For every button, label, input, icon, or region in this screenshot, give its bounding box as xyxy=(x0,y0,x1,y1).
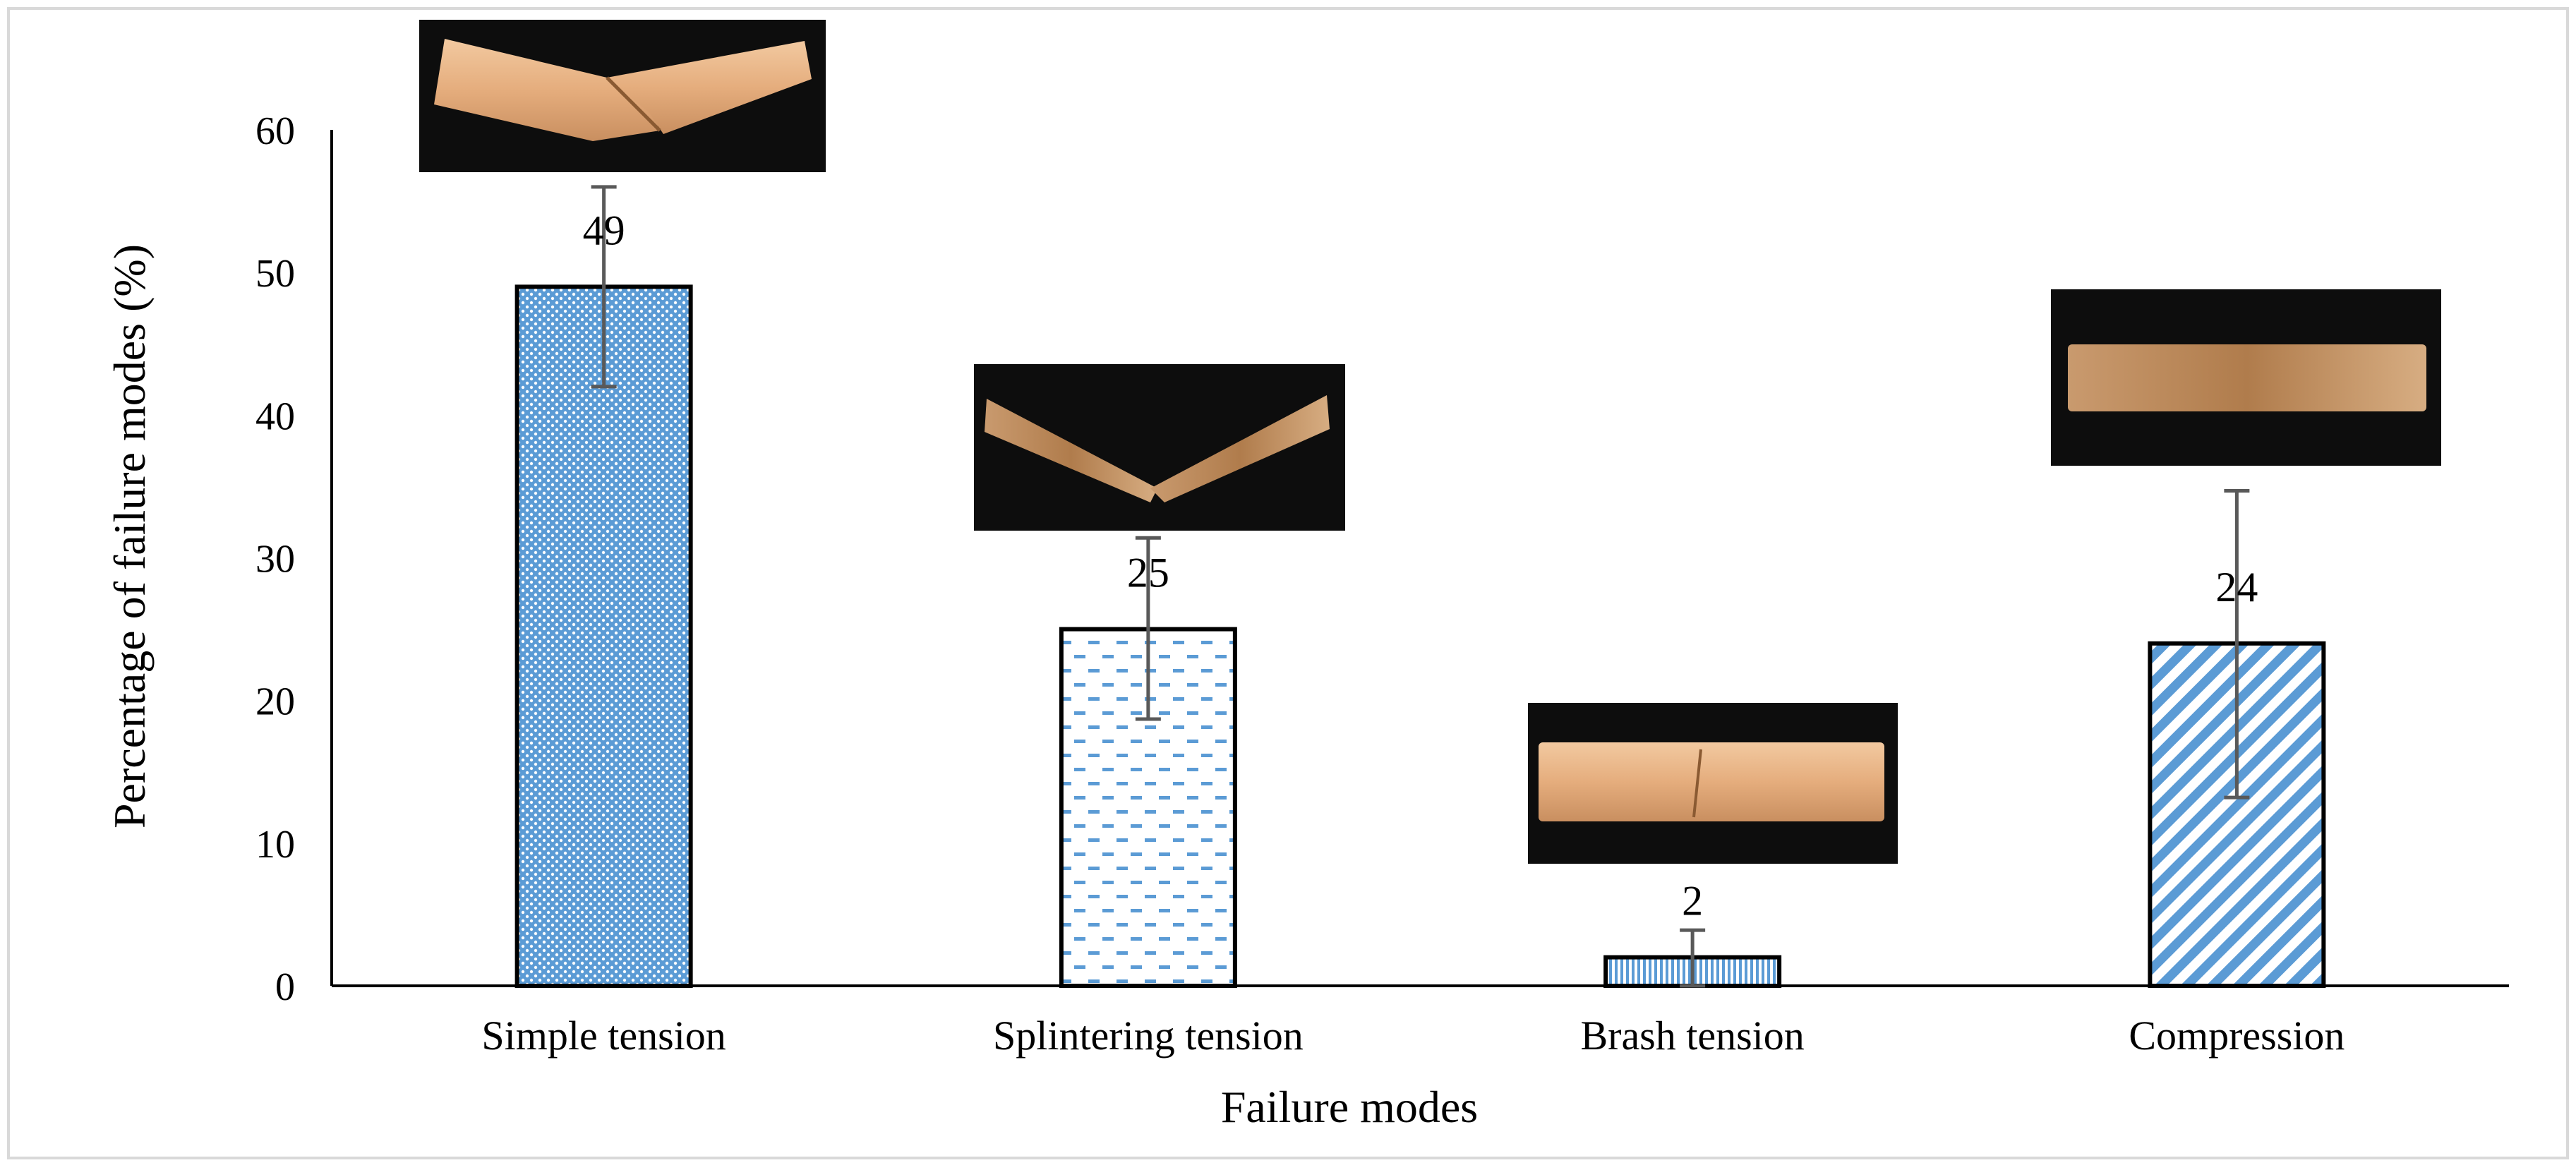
y-axis: 0 10 20 30 40 50 60 xyxy=(255,109,2509,1009)
brash-tension-specimen-photo xyxy=(1528,703,1898,864)
y-tick-label: 10 xyxy=(255,823,295,867)
y-axis-title: Percentage of failure modes (%) xyxy=(104,244,155,828)
data-labels: 49 25 2 24 xyxy=(583,207,2258,924)
x-tick-label: Brash tension xyxy=(1580,1013,1804,1059)
y-tick-label: 50 xyxy=(255,252,295,296)
chart-border xyxy=(7,7,2569,1159)
y-tick-label: 40 xyxy=(255,394,295,438)
x-tick-labels: Simple tension Splintering tension Brash t… xyxy=(481,1013,2345,1059)
error-bars xyxy=(591,185,2250,988)
x-tick-label: Splintering tension xyxy=(993,1013,1304,1059)
y-tick-label: 20 xyxy=(255,680,295,724)
x-tick-label: Simple tension xyxy=(481,1013,726,1059)
splintering-tension-specimen-photo xyxy=(974,364,1345,531)
y-tick-label: 0 xyxy=(275,965,295,1009)
bar-simple-tension xyxy=(514,284,693,988)
simple-tension-specimen-photo xyxy=(419,20,826,172)
data-label: 24 xyxy=(2215,564,2258,610)
bar-compression xyxy=(2148,641,2326,988)
data-label: 25 xyxy=(1127,550,1169,596)
data-label: 2 xyxy=(1682,878,1703,924)
data-label: 49 xyxy=(583,207,625,253)
y-tick-label: 30 xyxy=(255,538,295,581)
y-tick-label: 60 xyxy=(255,109,295,153)
x-tick-label: Compression xyxy=(2129,1013,2345,1059)
x-axis-title: Failure modes xyxy=(1221,1082,1478,1132)
compression-specimen-photo xyxy=(2051,289,2441,466)
